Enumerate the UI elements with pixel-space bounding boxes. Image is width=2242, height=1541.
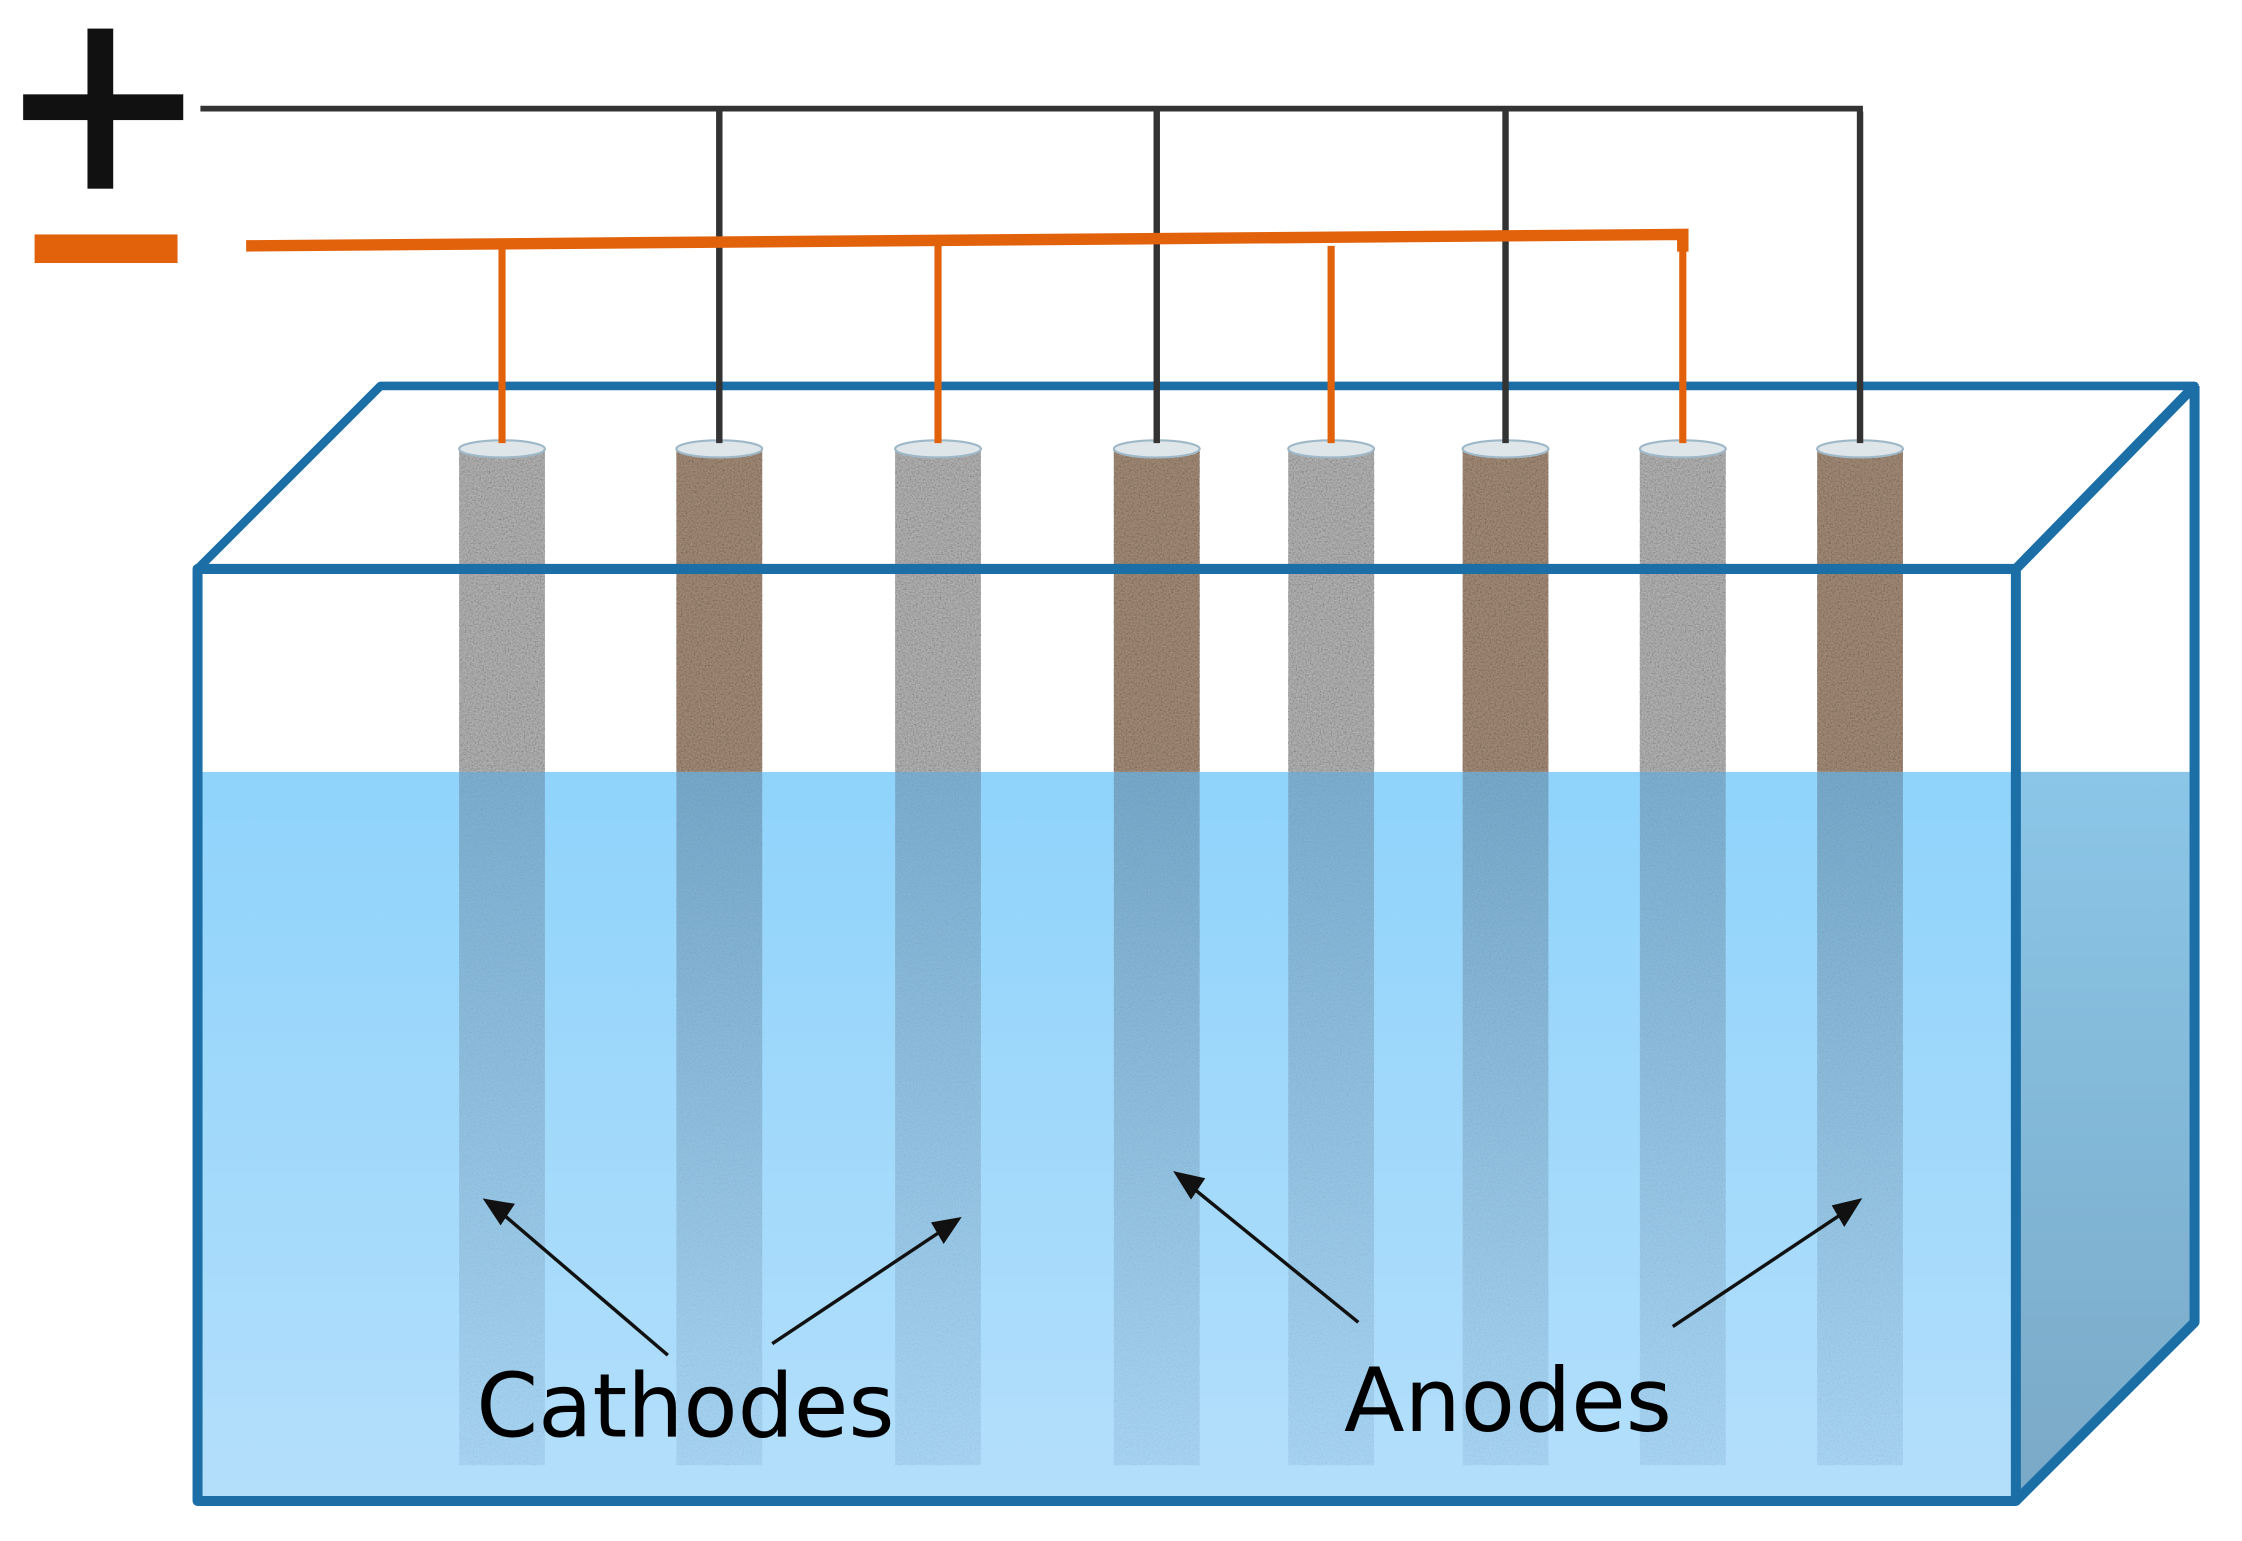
anode-electrode-texture — [676, 771, 763, 1466]
arrow-cathode-right — [771, 1227, 945, 1346]
arrowhead-cathode-left — [482, 1198, 515, 1226]
arrowhead-cathode-right — [931, 1216, 962, 1245]
anode-electrode — [1112, 439, 1201, 1466]
anode-electrode-dry — [676, 448, 763, 772]
arrow-anode-right — [1671, 1210, 1846, 1329]
plus-icon-v — [87, 28, 114, 189]
cathode-electrode — [1638, 439, 1727, 1466]
cathode-electrode-dry — [895, 448, 981, 772]
arrow-anode-left — [1189, 1185, 1360, 1324]
arrow-cathode-left — [499, 1210, 669, 1357]
anode-electrode-dry — [1817, 448, 1903, 772]
cathodes-label: Cathodes — [476, 1355, 894, 1458]
anode-electrode — [1461, 439, 1550, 1466]
cathode-electrode-texture — [1639, 771, 1726, 1466]
cathode-electrode-texture — [1288, 771, 1375, 1466]
arrowhead-anode-left — [1173, 1171, 1206, 1200]
cathode-electrode-dry — [1288, 448, 1375, 772]
cathode-electrode-dry — [459, 448, 545, 772]
tank-top-edge — [2012, 382, 2199, 573]
anode-electrode-texture — [1462, 771, 1549, 1466]
arrowhead-anode-right — [1831, 1198, 1863, 1227]
cathode-electrode-texture — [459, 771, 545, 1466]
anode-electrode-dry — [1462, 448, 1549, 772]
positive-terminal — [23, 28, 184, 189]
cathode-electrode — [458, 439, 546, 1466]
anode-electrode-dry — [1113, 448, 1200, 772]
tank-front-face — [192, 563, 2021, 1506]
cathode-electrode-dry — [1639, 448, 1726, 772]
minus-icon — [34, 234, 178, 264]
negative-bus-wire — [246, 228, 1689, 252]
tank-right-edge — [2012, 385, 2200, 1505]
annotation-arrows — [482, 1171, 1863, 1357]
anode-electrode — [1816, 439, 1905, 1466]
cathode-electrode — [1287, 439, 1376, 1466]
anodes-label: Anodes — [1344, 1349, 1672, 1452]
tank-side-water — [2015, 771, 2195, 1501]
positive-bus-wire — [200, 105, 1863, 118]
tank-outline — [192, 382, 2200, 1506]
cathode-electrode-texture — [895, 771, 981, 1466]
electrodes — [458, 439, 1905, 1466]
anode-electrode-texture — [1113, 771, 1200, 1466]
anode-electrode-texture — [1817, 771, 1903, 1466]
cathode-electrode — [894, 439, 982, 1466]
negative-terminal — [34, 234, 178, 264]
wires — [200, 105, 1864, 444]
anode-electrode — [675, 439, 764, 1466]
